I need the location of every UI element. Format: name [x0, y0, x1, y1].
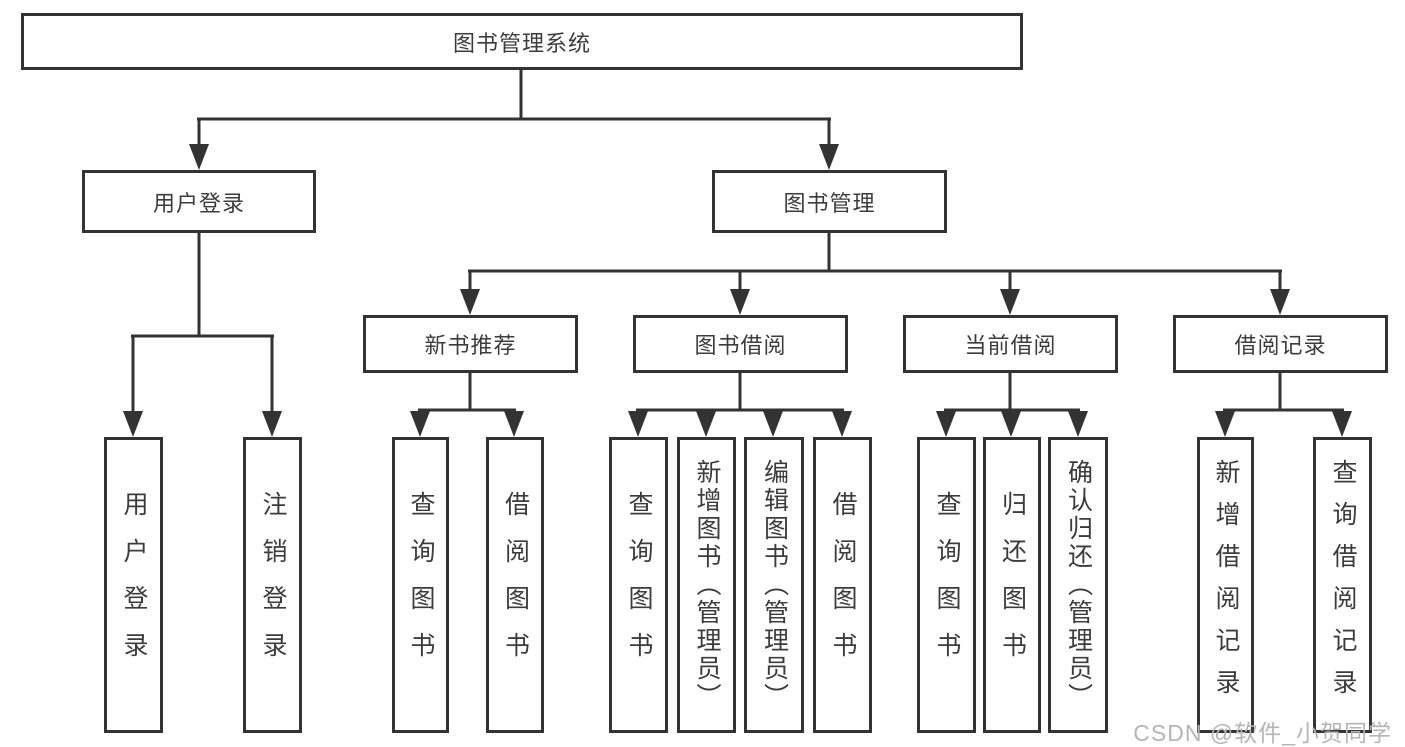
node-book-borrow: 图书借阅	[633, 315, 848, 373]
leaf-logout-label: 注销登录	[259, 491, 287, 679]
leaf-add-borrow-record: 新增借阅记录	[1197, 437, 1254, 733]
leaf-borrow-books-recommend-label: 借阅图书	[501, 491, 530, 679]
leaf-query-books-borrow-label: 查询图书	[625, 491, 653, 679]
leaf-query-books-recommend: 查询图书	[392, 437, 449, 733]
leaf-logout: 注销登录	[243, 437, 302, 733]
leaf-confirm-return-admin: 确认归还（管理员）	[1048, 437, 1108, 733]
leaf-borrow-books-recommend: 借阅图书	[486, 437, 544, 733]
leaf-add-book-admin: 新增图书（管理员）	[677, 437, 736, 733]
leaf-query-books-current-label: 查询图书	[933, 491, 961, 679]
leaf-borrow-books: 借阅图书	[813, 437, 872, 733]
leaf-return-book: 归还图书	[983, 437, 1041, 733]
node-library-system: 图书管理系统	[21, 13, 1023, 70]
leaf-query-borrow-record-label: 查询借阅记录	[1329, 459, 1357, 711]
watermark: CSDN @软件_小贺同学	[1133, 720, 1392, 746]
leaf-query-books-borrow: 查询图书	[609, 437, 668, 733]
leaf-query-books-current: 查询图书	[917, 437, 976, 733]
leaf-user-login-label: 用户登录	[120, 491, 148, 679]
node-borrow-records: 借阅记录	[1173, 315, 1388, 373]
node-user-login-label: 用户登录	[152, 190, 245, 216]
node-book-management: 图书管理	[712, 170, 947, 233]
node-current-borrow-label: 当前借阅	[964, 333, 1057, 358]
leaf-add-book-admin-label: 新增图书（管理员）	[693, 459, 721, 711]
node-book-management-label: 图书管理	[783, 190, 876, 216]
leaf-user-login: 用户登录	[104, 437, 163, 733]
leaf-return-book-label: 归还图书	[998, 491, 1027, 679]
leaf-query-borrow-record: 查询借阅记录	[1313, 437, 1372, 733]
leaf-edit-book-admin-label: 编辑图书（管理员）	[760, 459, 789, 711]
leaf-edit-book-admin: 编辑图书（管理员）	[744, 437, 804, 733]
leaf-add-borrow-record-label: 新增借阅记录	[1212, 459, 1240, 711]
node-library-system-label: 图书管理系统	[452, 30, 591, 56]
node-user-login: 用户登录	[82, 170, 316, 233]
node-current-borrow: 当前借阅	[903, 315, 1118, 373]
leaf-confirm-return-admin-label: 确认归还（管理员）	[1064, 459, 1093, 711]
node-book-borrow-label: 图书借阅	[694, 333, 787, 358]
node-new-book-recommend: 新书推荐	[363, 315, 578, 373]
node-borrow-records-label: 借阅记录	[1234, 333, 1327, 358]
leaf-query-books-recommend-label: 查询图书	[407, 491, 435, 679]
leaf-borrow-books-label: 借阅图书	[829, 491, 857, 679]
node-new-book-recommend-label: 新书推荐	[424, 333, 517, 358]
